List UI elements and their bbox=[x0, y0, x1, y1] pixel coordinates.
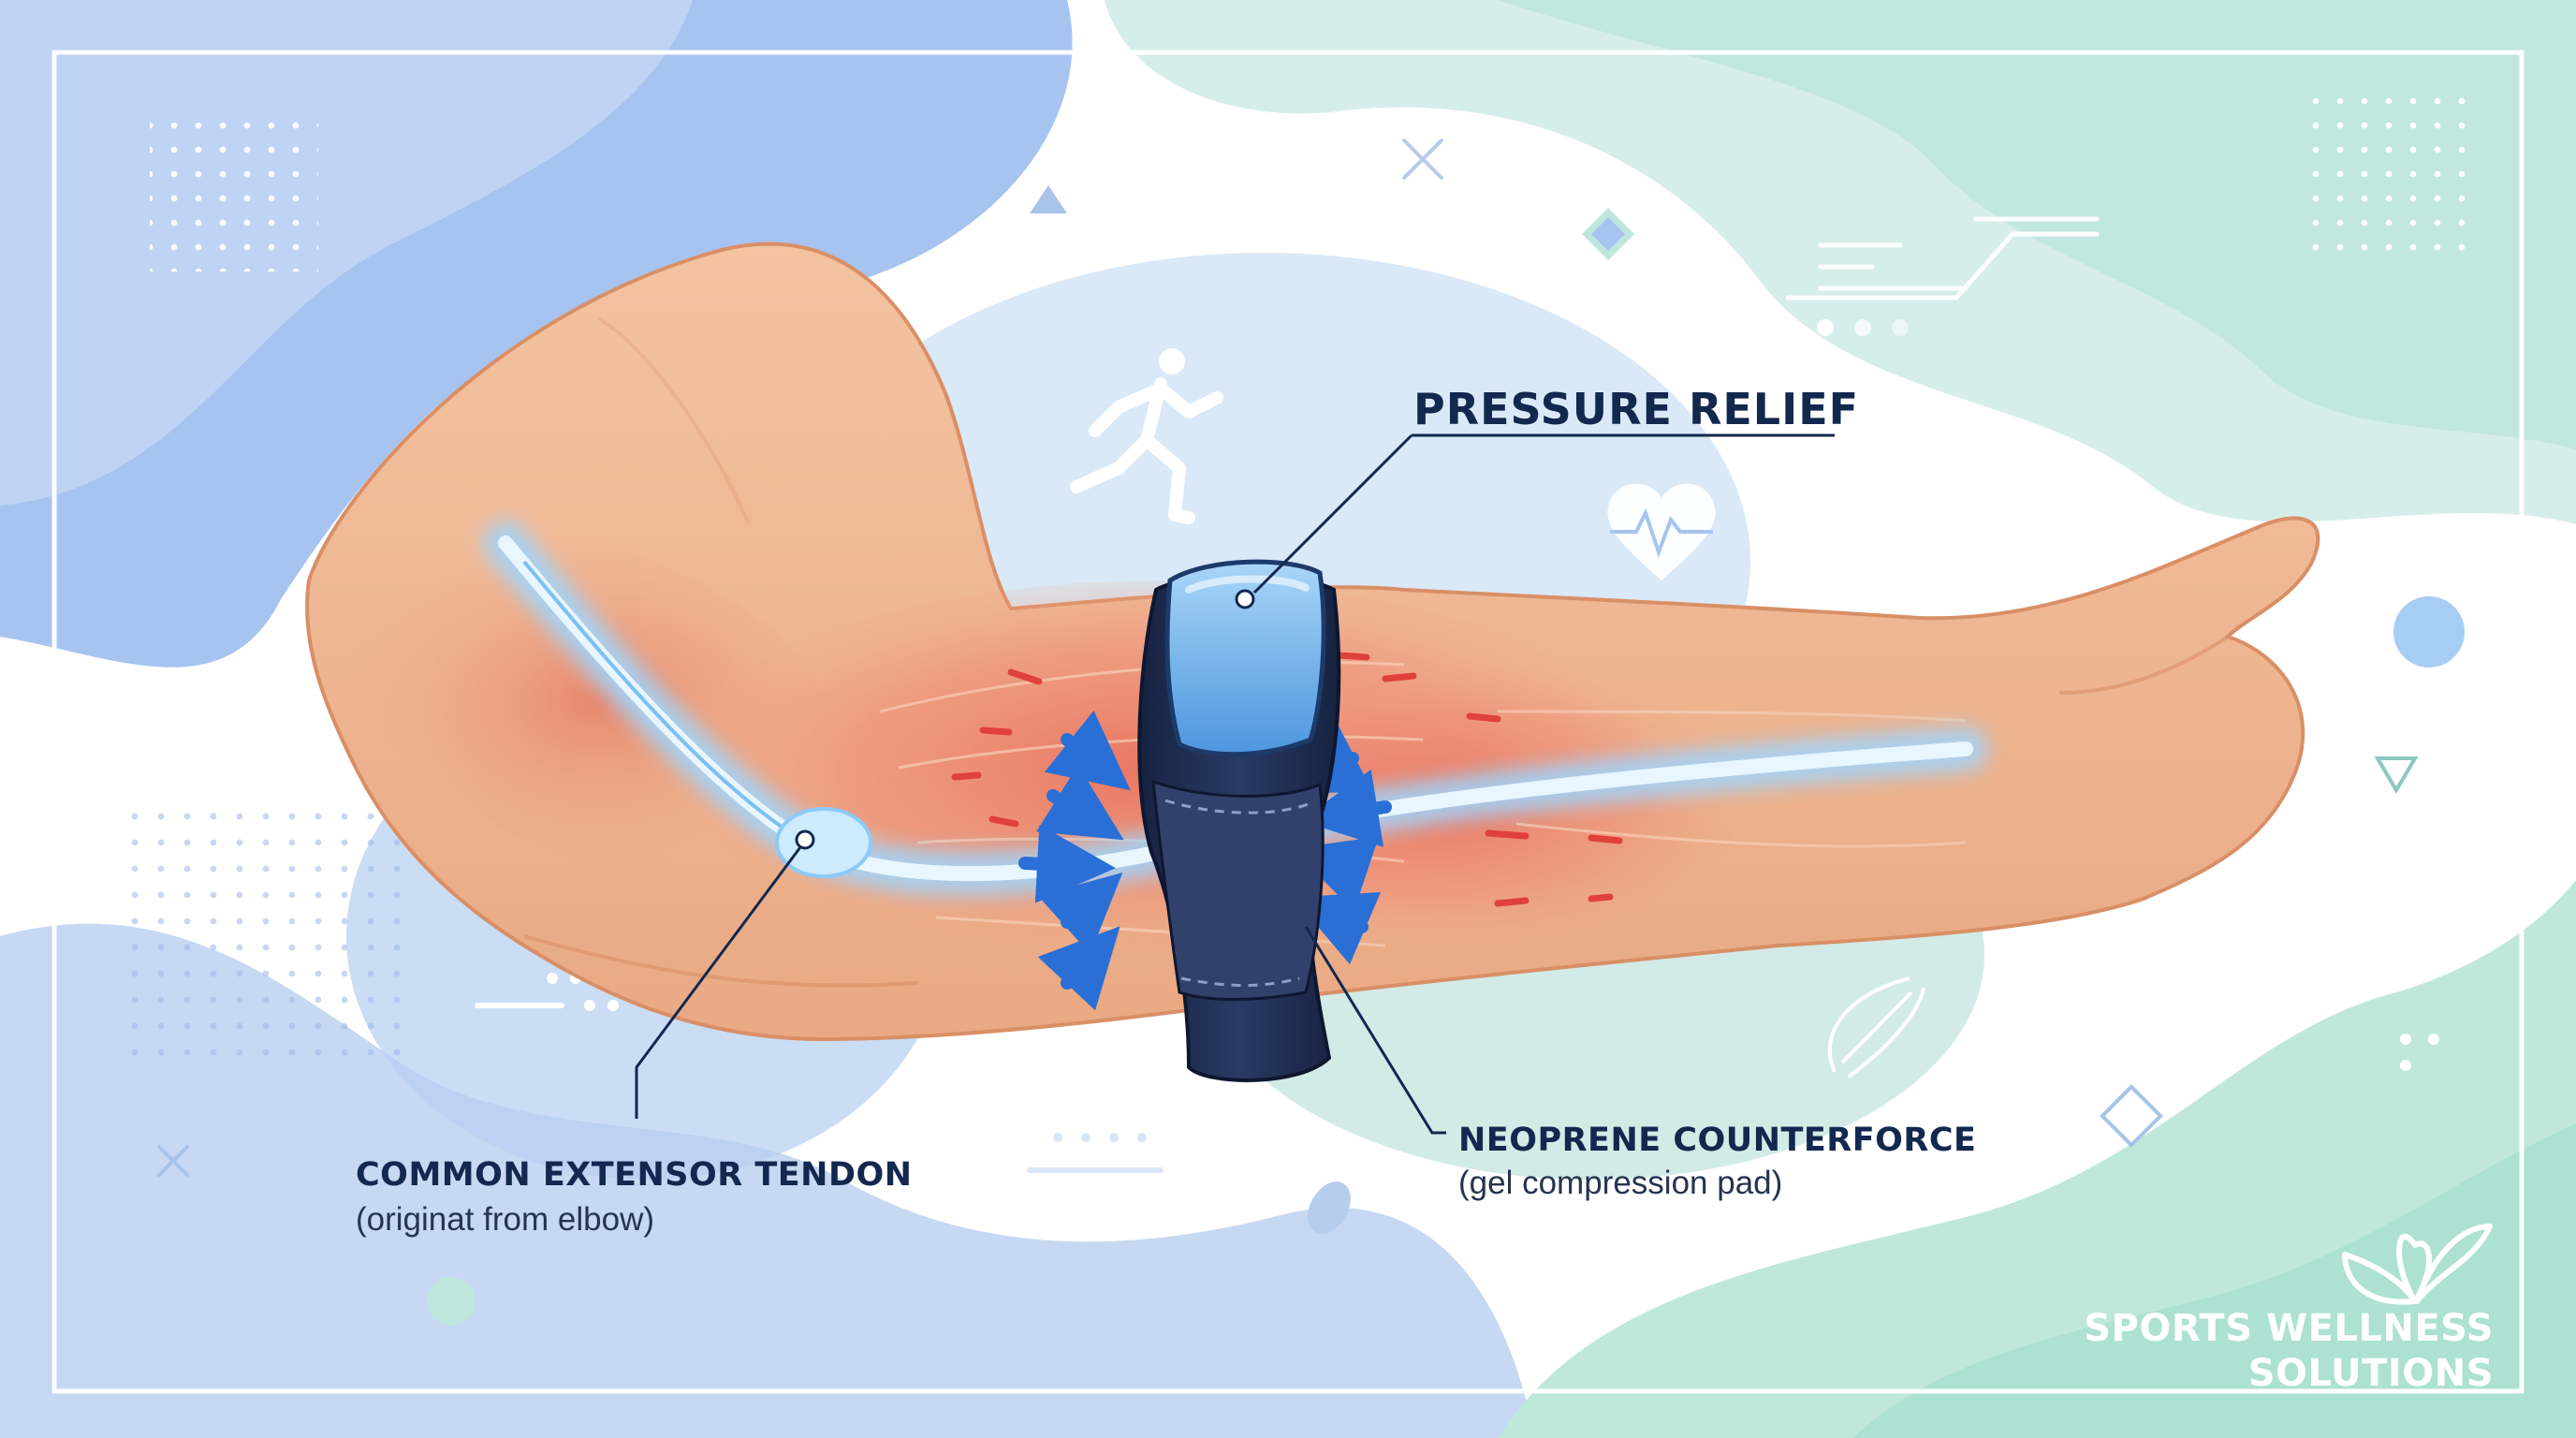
pressure-relief-label: PRESSURE RELIEF bbox=[1413, 384, 1860, 434]
neoprene-counterforce-sublabel: (gel compression pad) bbox=[1458, 1165, 1783, 1201]
running-person-icon bbox=[1070, 348, 1223, 524]
decorations bbox=[131, 89, 2471, 1326]
muscle-icon-lower bbox=[1827, 976, 1925, 1078]
leaf-logo-icon bbox=[2342, 1224, 2493, 1305]
inflammation-marks bbox=[951, 652, 1623, 907]
neoprene-counterforce-label: NEOPRENE COUNTERFORCE bbox=[1458, 1122, 1977, 1159]
brand-name-line1: SPORTS WELLNESS bbox=[2084, 1307, 2494, 1350]
common-extensor-tendon-sublabel: (originat from elbow) bbox=[356, 1201, 654, 1238]
muscle-icon bbox=[1846, 485, 1944, 587]
heart-pulse-icon bbox=[1607, 483, 1716, 580]
common-extensor-tendon-label: COMMON EXTENSOR TENDON bbox=[356, 1156, 913, 1194]
leader-lines bbox=[635, 433, 1835, 1135]
brand-name-line2: SOLUTIONS bbox=[2247, 1352, 2494, 1395]
counterforce-brace bbox=[1137, 559, 1341, 1082]
